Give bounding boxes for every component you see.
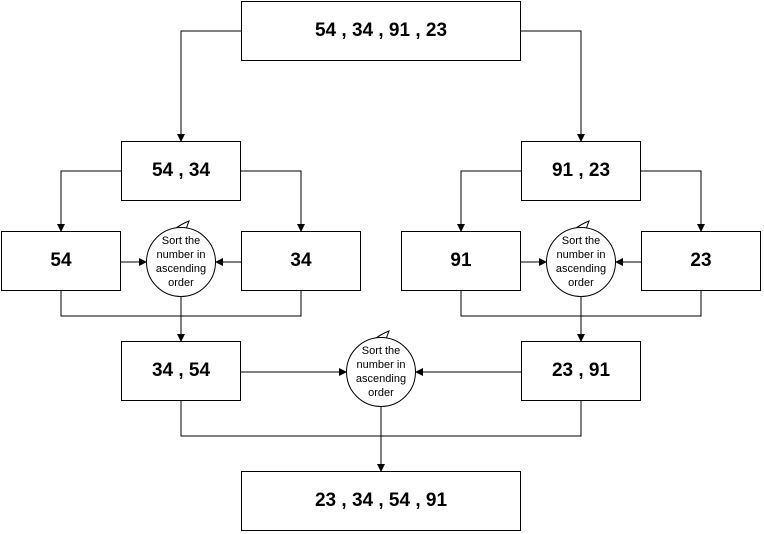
- result-node: 23 , 34 , 54 , 91: [241, 471, 521, 531]
- sort-process-left-label: Sort the number in ascending order: [155, 235, 207, 289]
- root-node: 54 , 34 , 91 , 23: [241, 1, 521, 61]
- arrow-root-to-left-half: [177, 30, 241, 142]
- leaf-node-23: 23: [641, 231, 761, 291]
- sort-process-right: Sort the number in ascending order: [546, 227, 616, 297]
- arrow-root-to-right-half: [521, 30, 585, 142]
- merged-right-node: 23 , 91: [521, 341, 641, 401]
- leaf-node-34: 34: [241, 231, 361, 291]
- sort-process-right-label: Sort the number in ascending order: [555, 235, 607, 289]
- arrow-right-half-to-91: [457, 170, 521, 232]
- arrow-left-half-to-54: [57, 170, 121, 232]
- merged-left-node: 34 , 54: [121, 341, 241, 401]
- arrow-left-half-to-34: [241, 170, 305, 232]
- arrow-right-half-to-23: [641, 170, 705, 232]
- leaf-node-54: 54: [1, 231, 121, 291]
- right-half-node: 91 , 23: [521, 141, 641, 201]
- sort-process-final-label: Sort the number in ascending order: [355, 345, 407, 399]
- leaf-node-91: 91: [401, 231, 521, 291]
- sort-process-left: Sort the number in ascending order: [146, 227, 216, 297]
- left-half-node: 54 , 34: [121, 141, 241, 201]
- sort-process-final: Sort the number in ascending order: [346, 337, 416, 407]
